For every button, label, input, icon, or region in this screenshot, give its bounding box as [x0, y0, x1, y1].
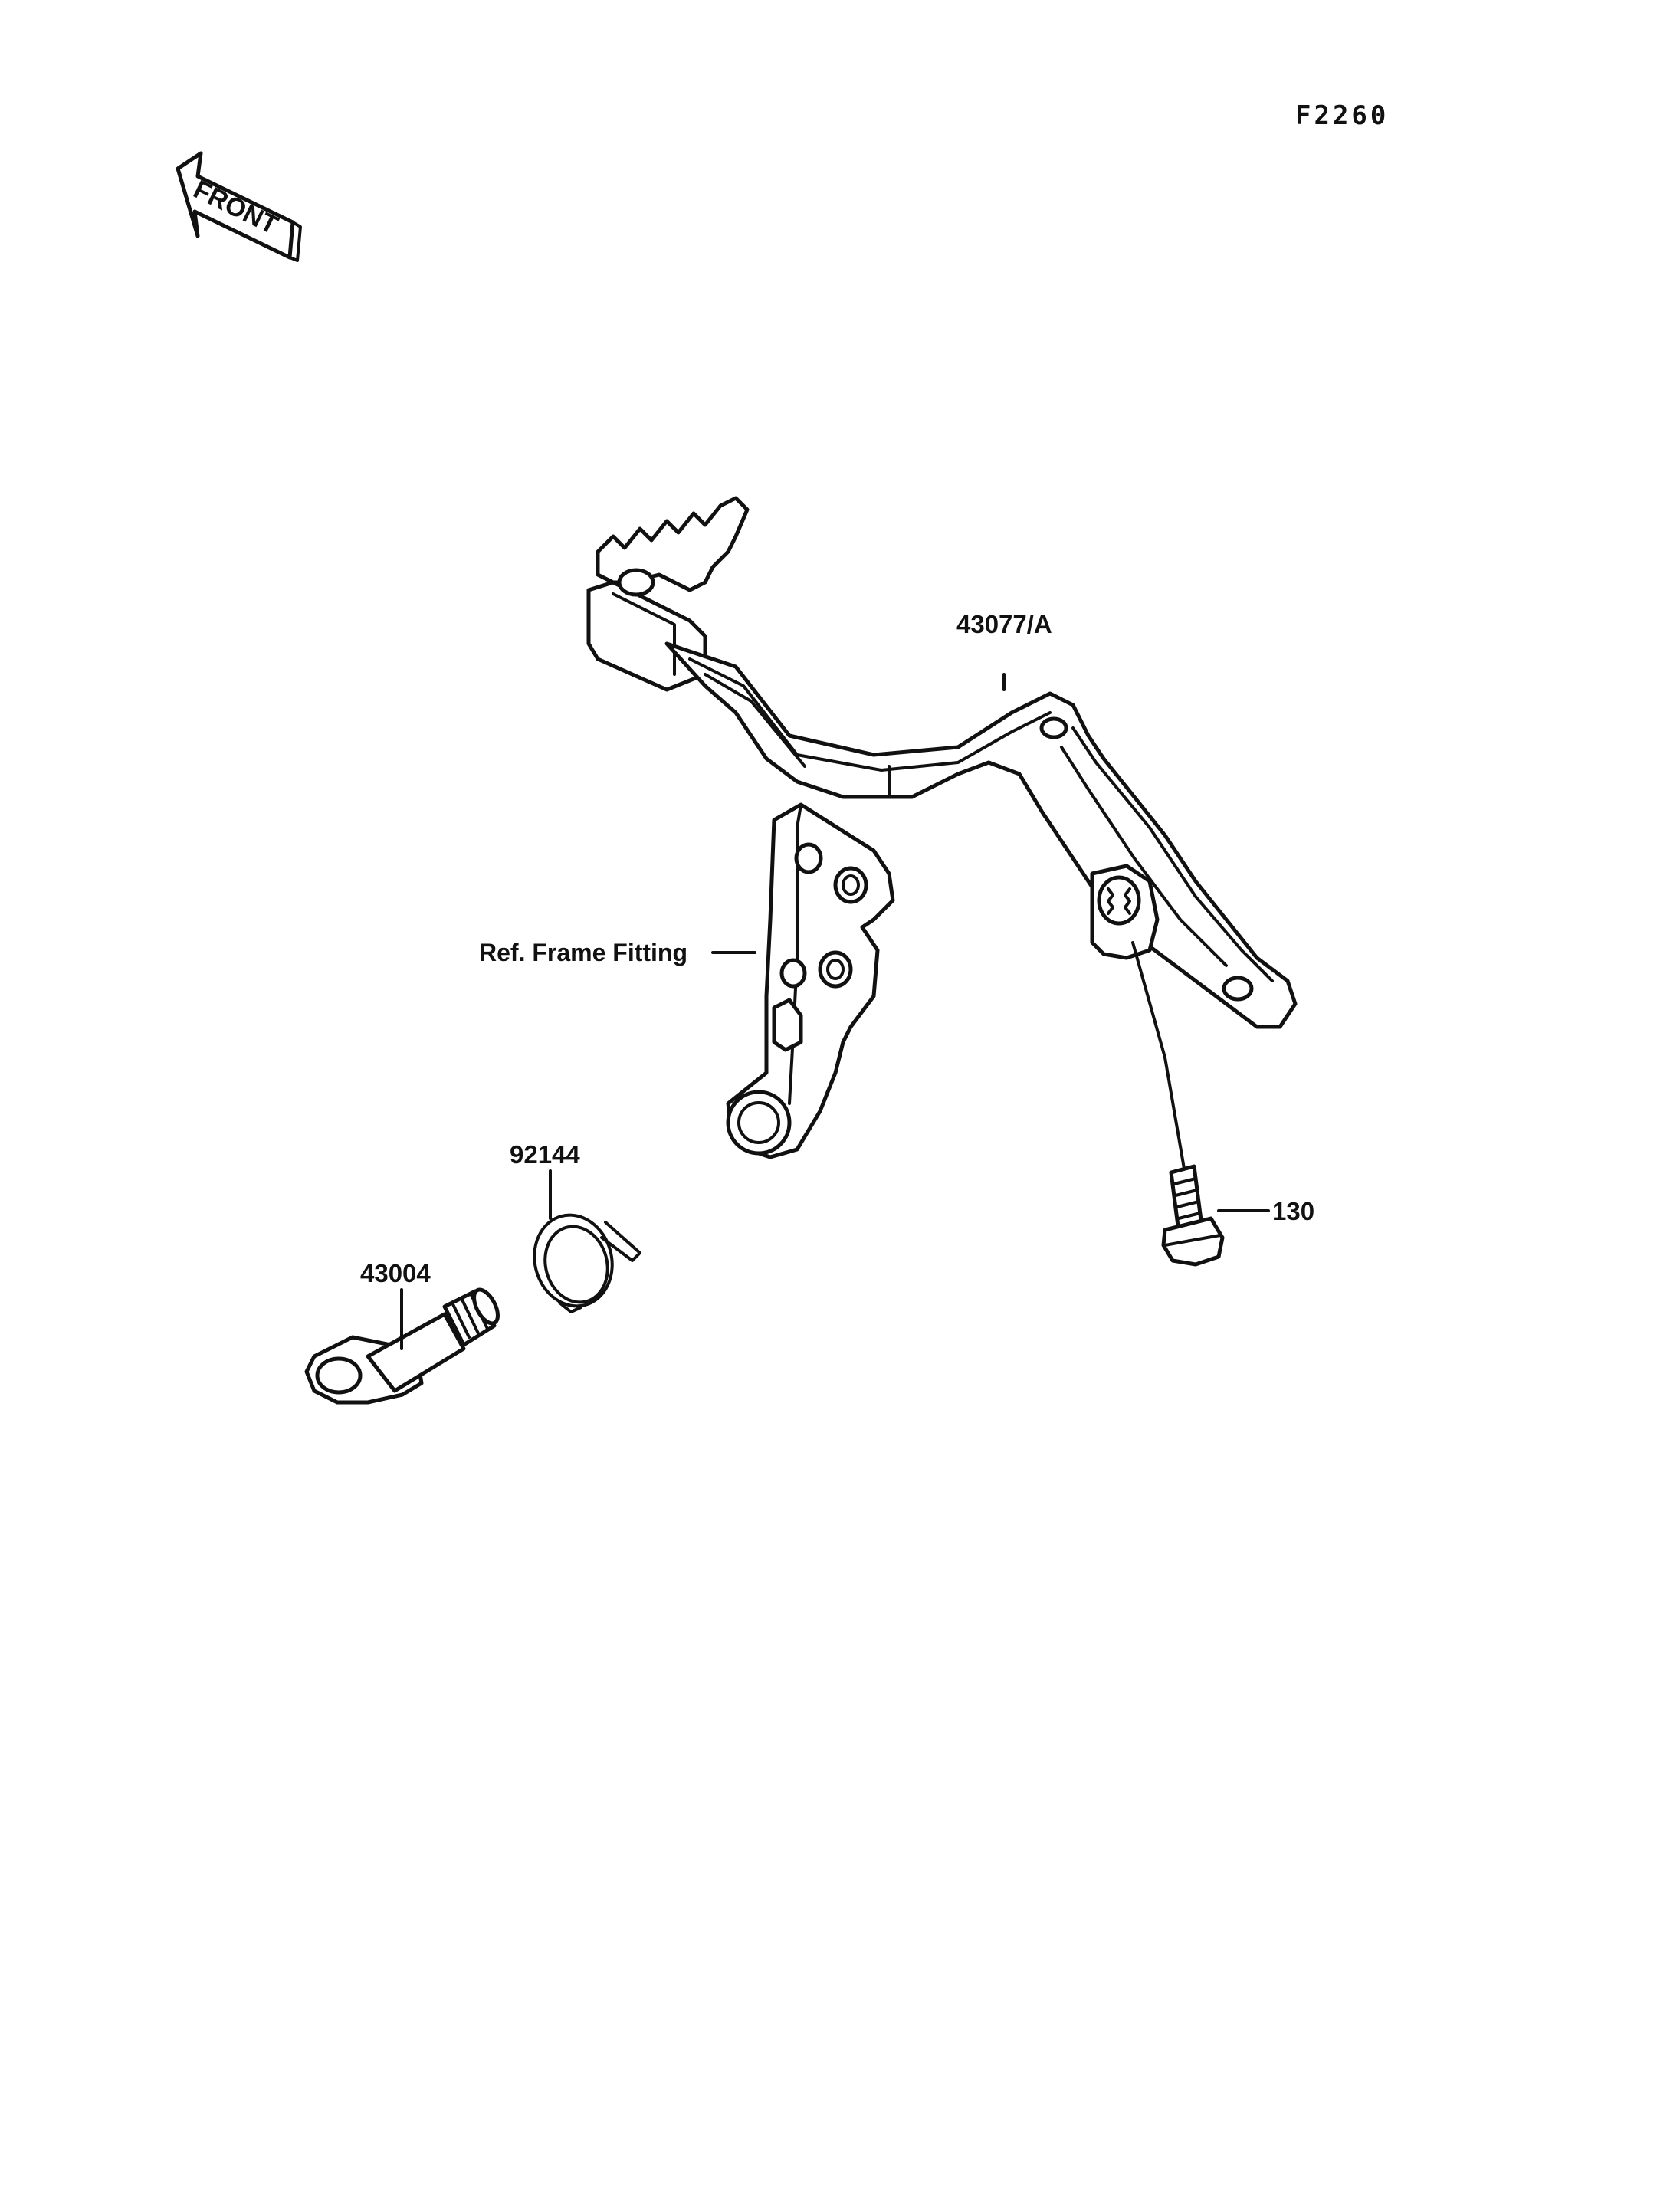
leader-bolt-to-boss	[1131, 941, 1186, 1170]
label-bolt: 130	[1272, 1197, 1314, 1225]
spring-drawing	[533, 1213, 641, 1313]
label-frame-fitting: Ref. Frame Fitting	[479, 939, 687, 966]
label-shaft: 43004	[360, 1259, 431, 1287]
front-arrow-icon: FRONT	[176, 151, 302, 262]
figure-code: F2260	[1295, 100, 1389, 131]
bolt-drawing	[1161, 1164, 1225, 1267]
brake-pedal-drawing	[586, 496, 1298, 1029]
shaft-drawing	[304, 1287, 500, 1405]
label-brake-pedal: 43077/A	[956, 610, 1052, 638]
frame-fitting-drawing	[726, 802, 895, 1159]
leader-lines	[400, 673, 1270, 1350]
label-spring: 92144	[510, 1140, 580, 1169]
